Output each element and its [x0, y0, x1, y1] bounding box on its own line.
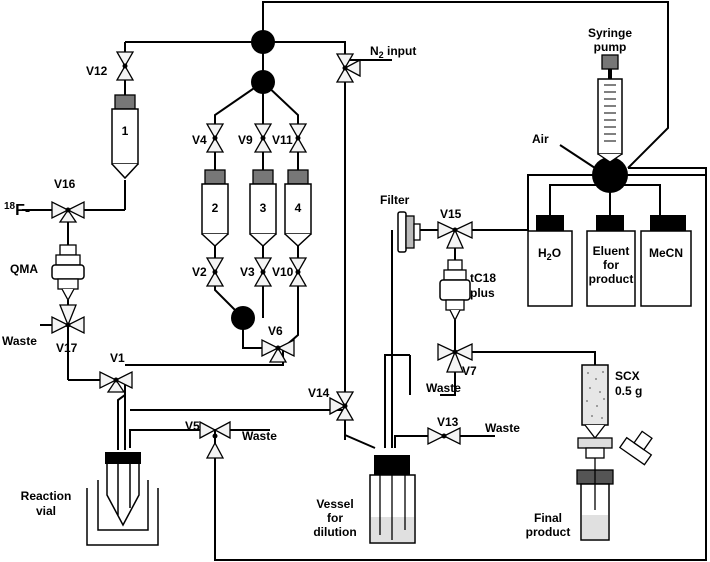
label-qma: QMA [10, 262, 38, 276]
cartridge-4: 4 [284, 169, 312, 248]
label-vessel-3: dilution [313, 525, 356, 539]
label-syringe-pump-2: pump [594, 40, 627, 54]
valve-v3 [253, 257, 273, 287]
label-v11: V11 [272, 133, 293, 147]
reservoir-mecn [640, 215, 692, 307]
valve-v13 [427, 426, 461, 446]
cartridge-1: 1 [111, 94, 139, 180]
valves [51, 51, 473, 459]
label-vessel-1: Vessel [316, 497, 353, 511]
label-final-product-1: Final [534, 511, 562, 525]
valve-v6 [261, 338, 295, 363]
valve-v15 [437, 220, 473, 249]
label-v2: V2 [192, 265, 207, 279]
valve-v7 [437, 342, 473, 373]
label-v5: V5 [185, 419, 200, 433]
label-tc18-2: plus [470, 286, 495, 300]
label-v7: V7 [462, 364, 477, 378]
reservoir-eluent [586, 215, 636, 307]
label-waste-v5: Waste [242, 429, 277, 443]
label-air: Air [532, 132, 549, 146]
scx-cartridge [577, 364, 653, 466]
label-v3: V3 [240, 265, 255, 279]
label-v16: V16 [54, 177, 76, 191]
label-waste-v17: Waste [2, 334, 37, 348]
hub-top [251, 30, 275, 54]
valve-v9 [253, 123, 273, 153]
syringe-pump [597, 54, 623, 163]
filter [397, 211, 421, 253]
svg-text:3: 3 [260, 201, 267, 215]
valve-v16 [51, 200, 85, 223]
valve-v2 [205, 257, 225, 287]
final-product-vial [576, 458, 614, 541]
svg-text:1: 1 [122, 124, 129, 138]
label-v10: V10 [272, 265, 294, 279]
valve-n2 [335, 53, 361, 83]
dilution-vessel [369, 455, 416, 544]
label-h2o: H2O [538, 246, 561, 262]
label-v4: V4 [192, 133, 207, 147]
label-eluent-3: product [589, 272, 634, 286]
label-final-product-2: product [526, 525, 571, 539]
reaction-vial [86, 452, 159, 546]
svg-text:4: 4 [295, 201, 302, 215]
label-v17: V17 [56, 341, 78, 355]
valve-v4 [205, 123, 225, 153]
label-waste-v13: Waste [485, 421, 520, 435]
hub-middle [251, 70, 275, 94]
label-scx-1: SCX [615, 369, 640, 383]
label-v15: V15 [440, 207, 462, 221]
label-v14: V14 [308, 386, 330, 400]
cartridges: 1 2 3 4 [51, 94, 653, 466]
valve-v12 [115, 51, 135, 81]
label-filter: Filter [380, 193, 410, 207]
label-mecn: MeCN [649, 246, 683, 260]
qma-cartridge [51, 244, 85, 302]
syringe-valve-hub [592, 157, 628, 193]
labels: V12 V16 V17 V1 V4 V9 V11 V2 V3 V10 V6 V5… [2, 26, 683, 539]
label-vessel-2: for [327, 511, 343, 525]
reservoirs [527, 215, 692, 307]
valve-v5 [199, 420, 231, 459]
valve-v14 [329, 391, 355, 421]
label-scx-2: 0.5 g [615, 384, 642, 398]
tc18-cartridge [439, 259, 471, 322]
label-v13: V13 [437, 415, 459, 429]
svg-text:2: 2 [212, 201, 219, 215]
label-v9: V9 [238, 133, 253, 147]
label-eluent-1: Eluent [593, 244, 630, 258]
label-waste-v7: Waste [426, 381, 461, 395]
label-tc18-1: tC18 [470, 271, 496, 285]
label-v1: V1 [110, 351, 125, 365]
valve-v10 [288, 257, 308, 287]
label-reaction-vial-1: Reaction [21, 489, 72, 503]
valve-v17 [51, 304, 85, 335]
label-v6: V6 [268, 324, 283, 338]
label-18f: 18F- [4, 201, 30, 219]
cartridge-2: 2 [201, 169, 229, 248]
label-v12: V12 [86, 64, 108, 78]
reservoir-h2o [527, 215, 573, 307]
cartridge-3: 3 [249, 169, 277, 248]
label-eluent-2: for [603, 258, 619, 272]
label-reaction-vial-2: vial [36, 504, 56, 518]
manifold-hubs [231, 30, 628, 330]
label-n2-input: N2 input [370, 44, 416, 60]
hub-lower [231, 306, 255, 330]
label-syringe-pump-1: Syringe [588, 26, 632, 40]
valve-v1 [99, 370, 133, 393]
valve-v11 [288, 123, 308, 153]
